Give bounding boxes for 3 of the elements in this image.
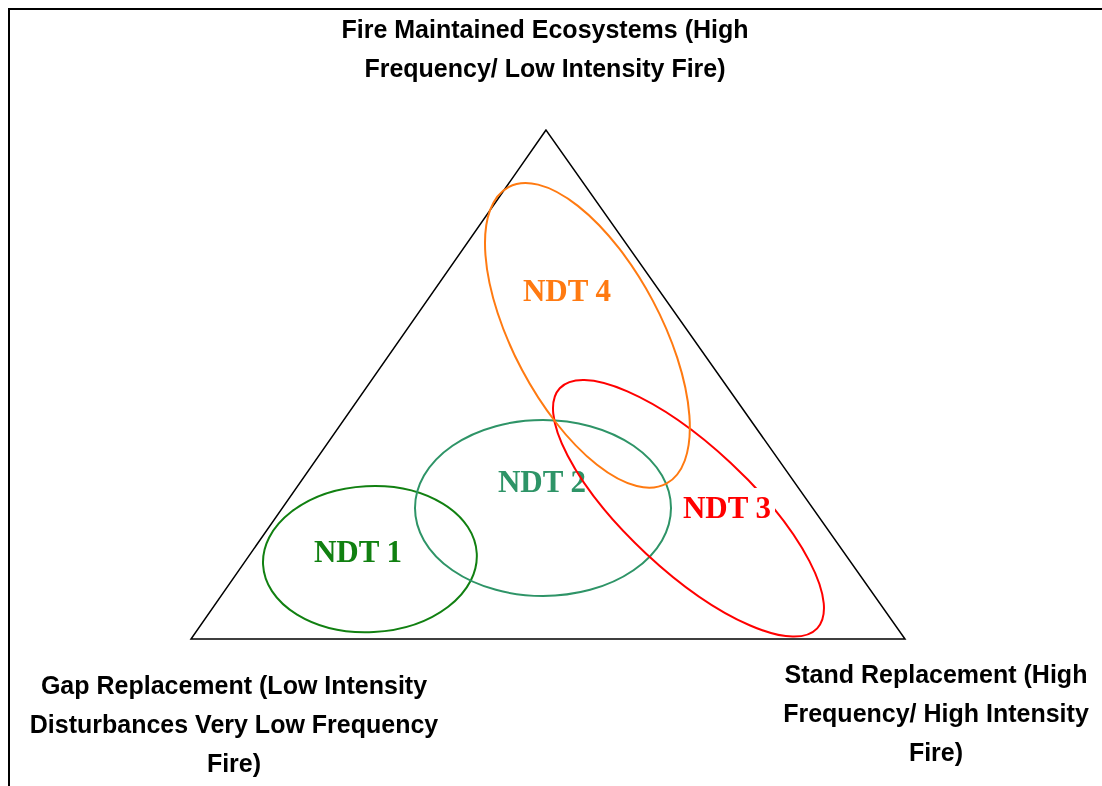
vertex-label: Gap Replacement (Low Intensity Disturbances Very Low Frequency Fire) (28, 670, 440, 779)
vertex-label: Fire Maintained Ecosystems (High Frequency/ Low Intensity Fire) (340, 14, 750, 84)
vertex-label: Stand Replacement (High Frequency/ High Intensity Fire) (782, 659, 1090, 768)
